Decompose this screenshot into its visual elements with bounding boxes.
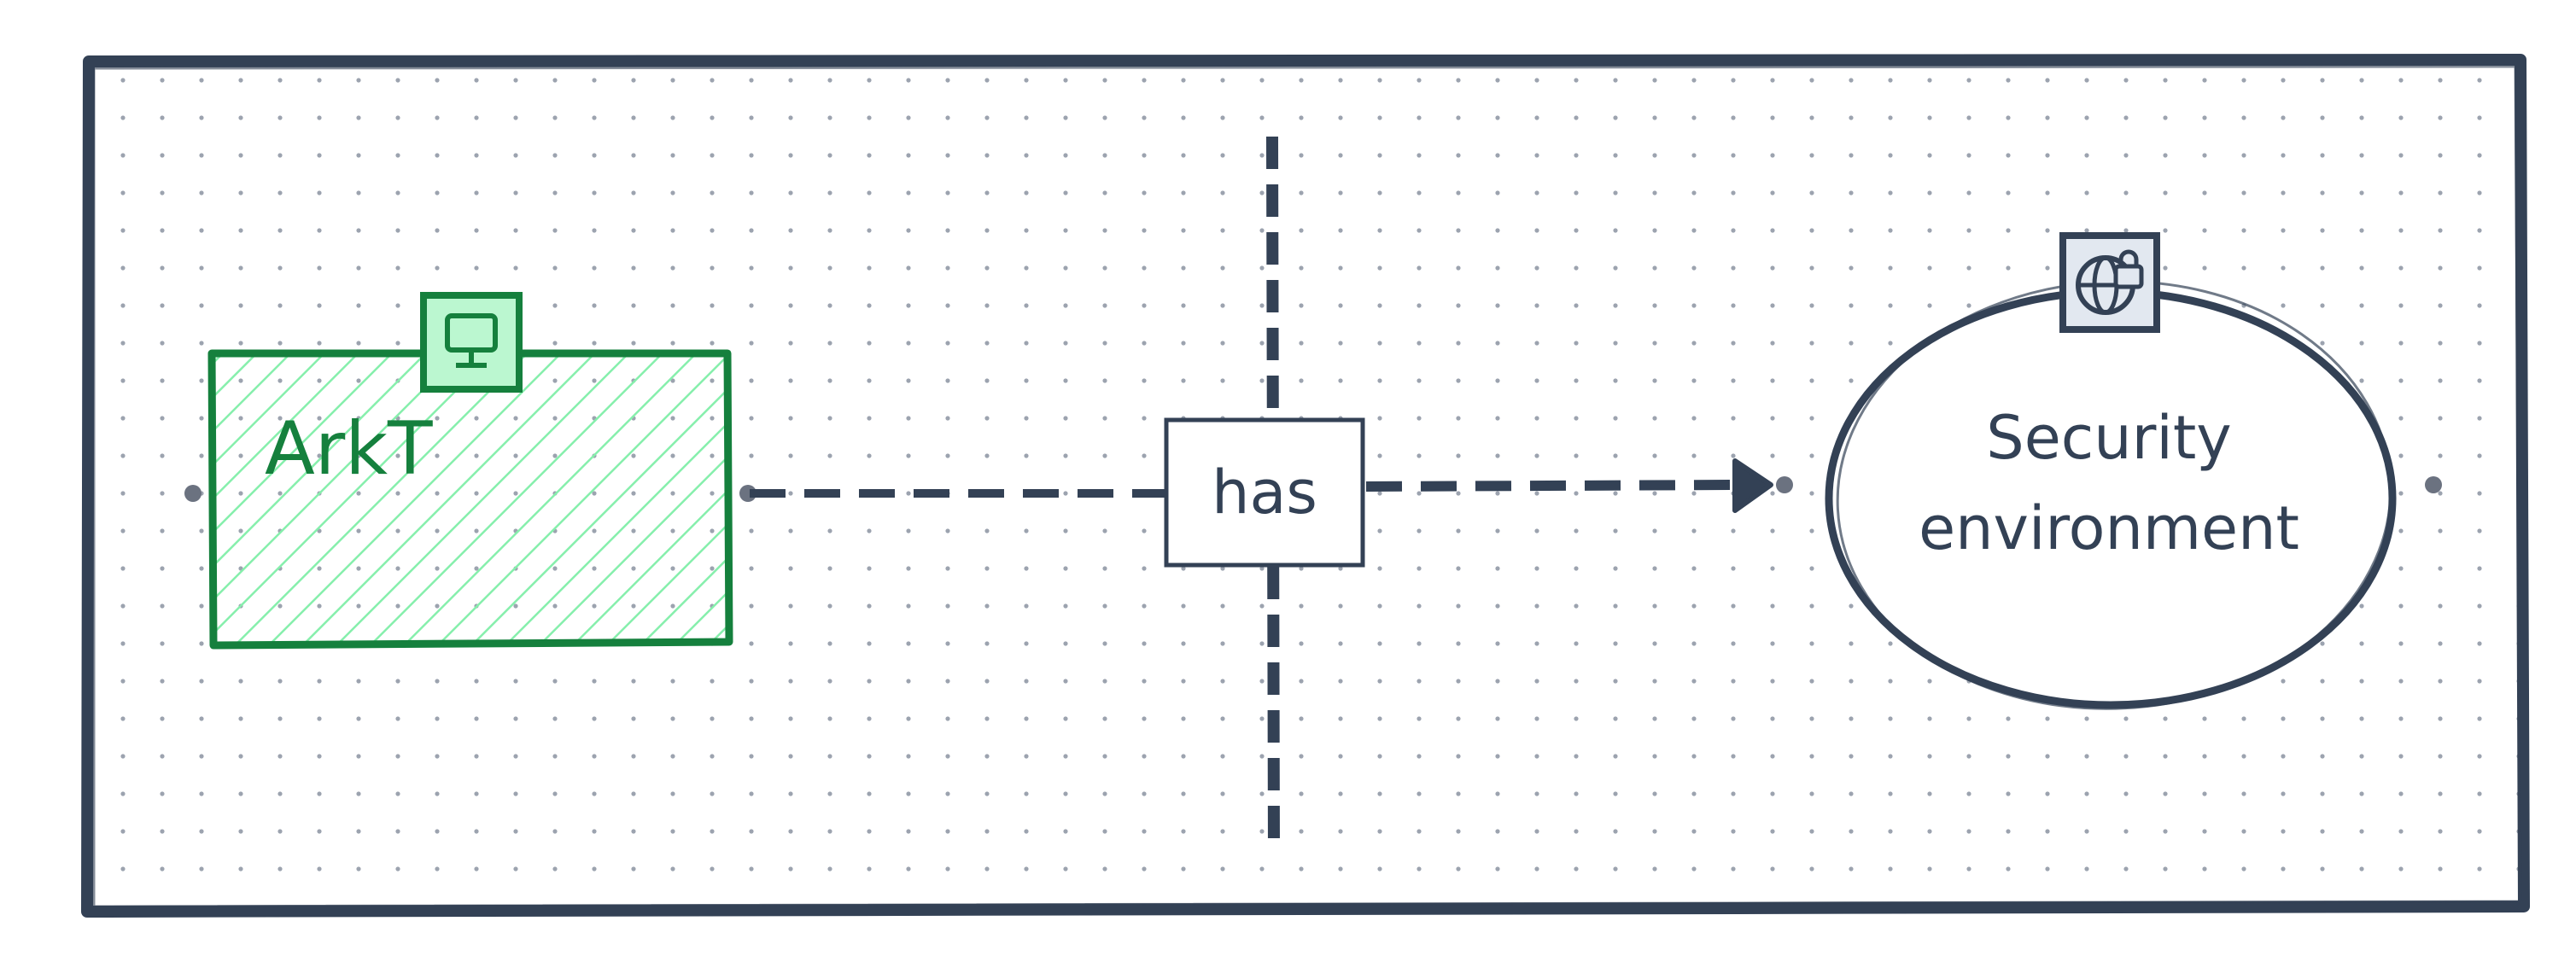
node-arkt[interactable] bbox=[184, 349, 756, 650]
node-security-left-port bbox=[1776, 476, 1793, 493]
node-security-label-line-1: Security bbox=[1986, 403, 2232, 473]
node-arkt-label: ArkT bbox=[265, 406, 433, 492]
node-security-right-port bbox=[2425, 476, 2442, 493]
node-security-environment-label: Security environment bbox=[1861, 393, 2357, 574]
edge-label-box[interactable] bbox=[1164, 417, 1365, 568]
globe-lock-icon bbox=[2059, 232, 2160, 333]
edge-has[interactable] bbox=[750, 458, 1773, 513]
arrow-head bbox=[1732, 458, 1773, 513]
frame-border bbox=[81, 54, 2530, 918]
monitor-icon bbox=[420, 292, 523, 393]
node-security-label-line-2: environment bbox=[1919, 493, 2299, 563]
edge-label: has bbox=[1212, 458, 1317, 528]
node-arkt-left-port bbox=[184, 485, 202, 502]
frame-border-sketch bbox=[92, 65, 2522, 908]
